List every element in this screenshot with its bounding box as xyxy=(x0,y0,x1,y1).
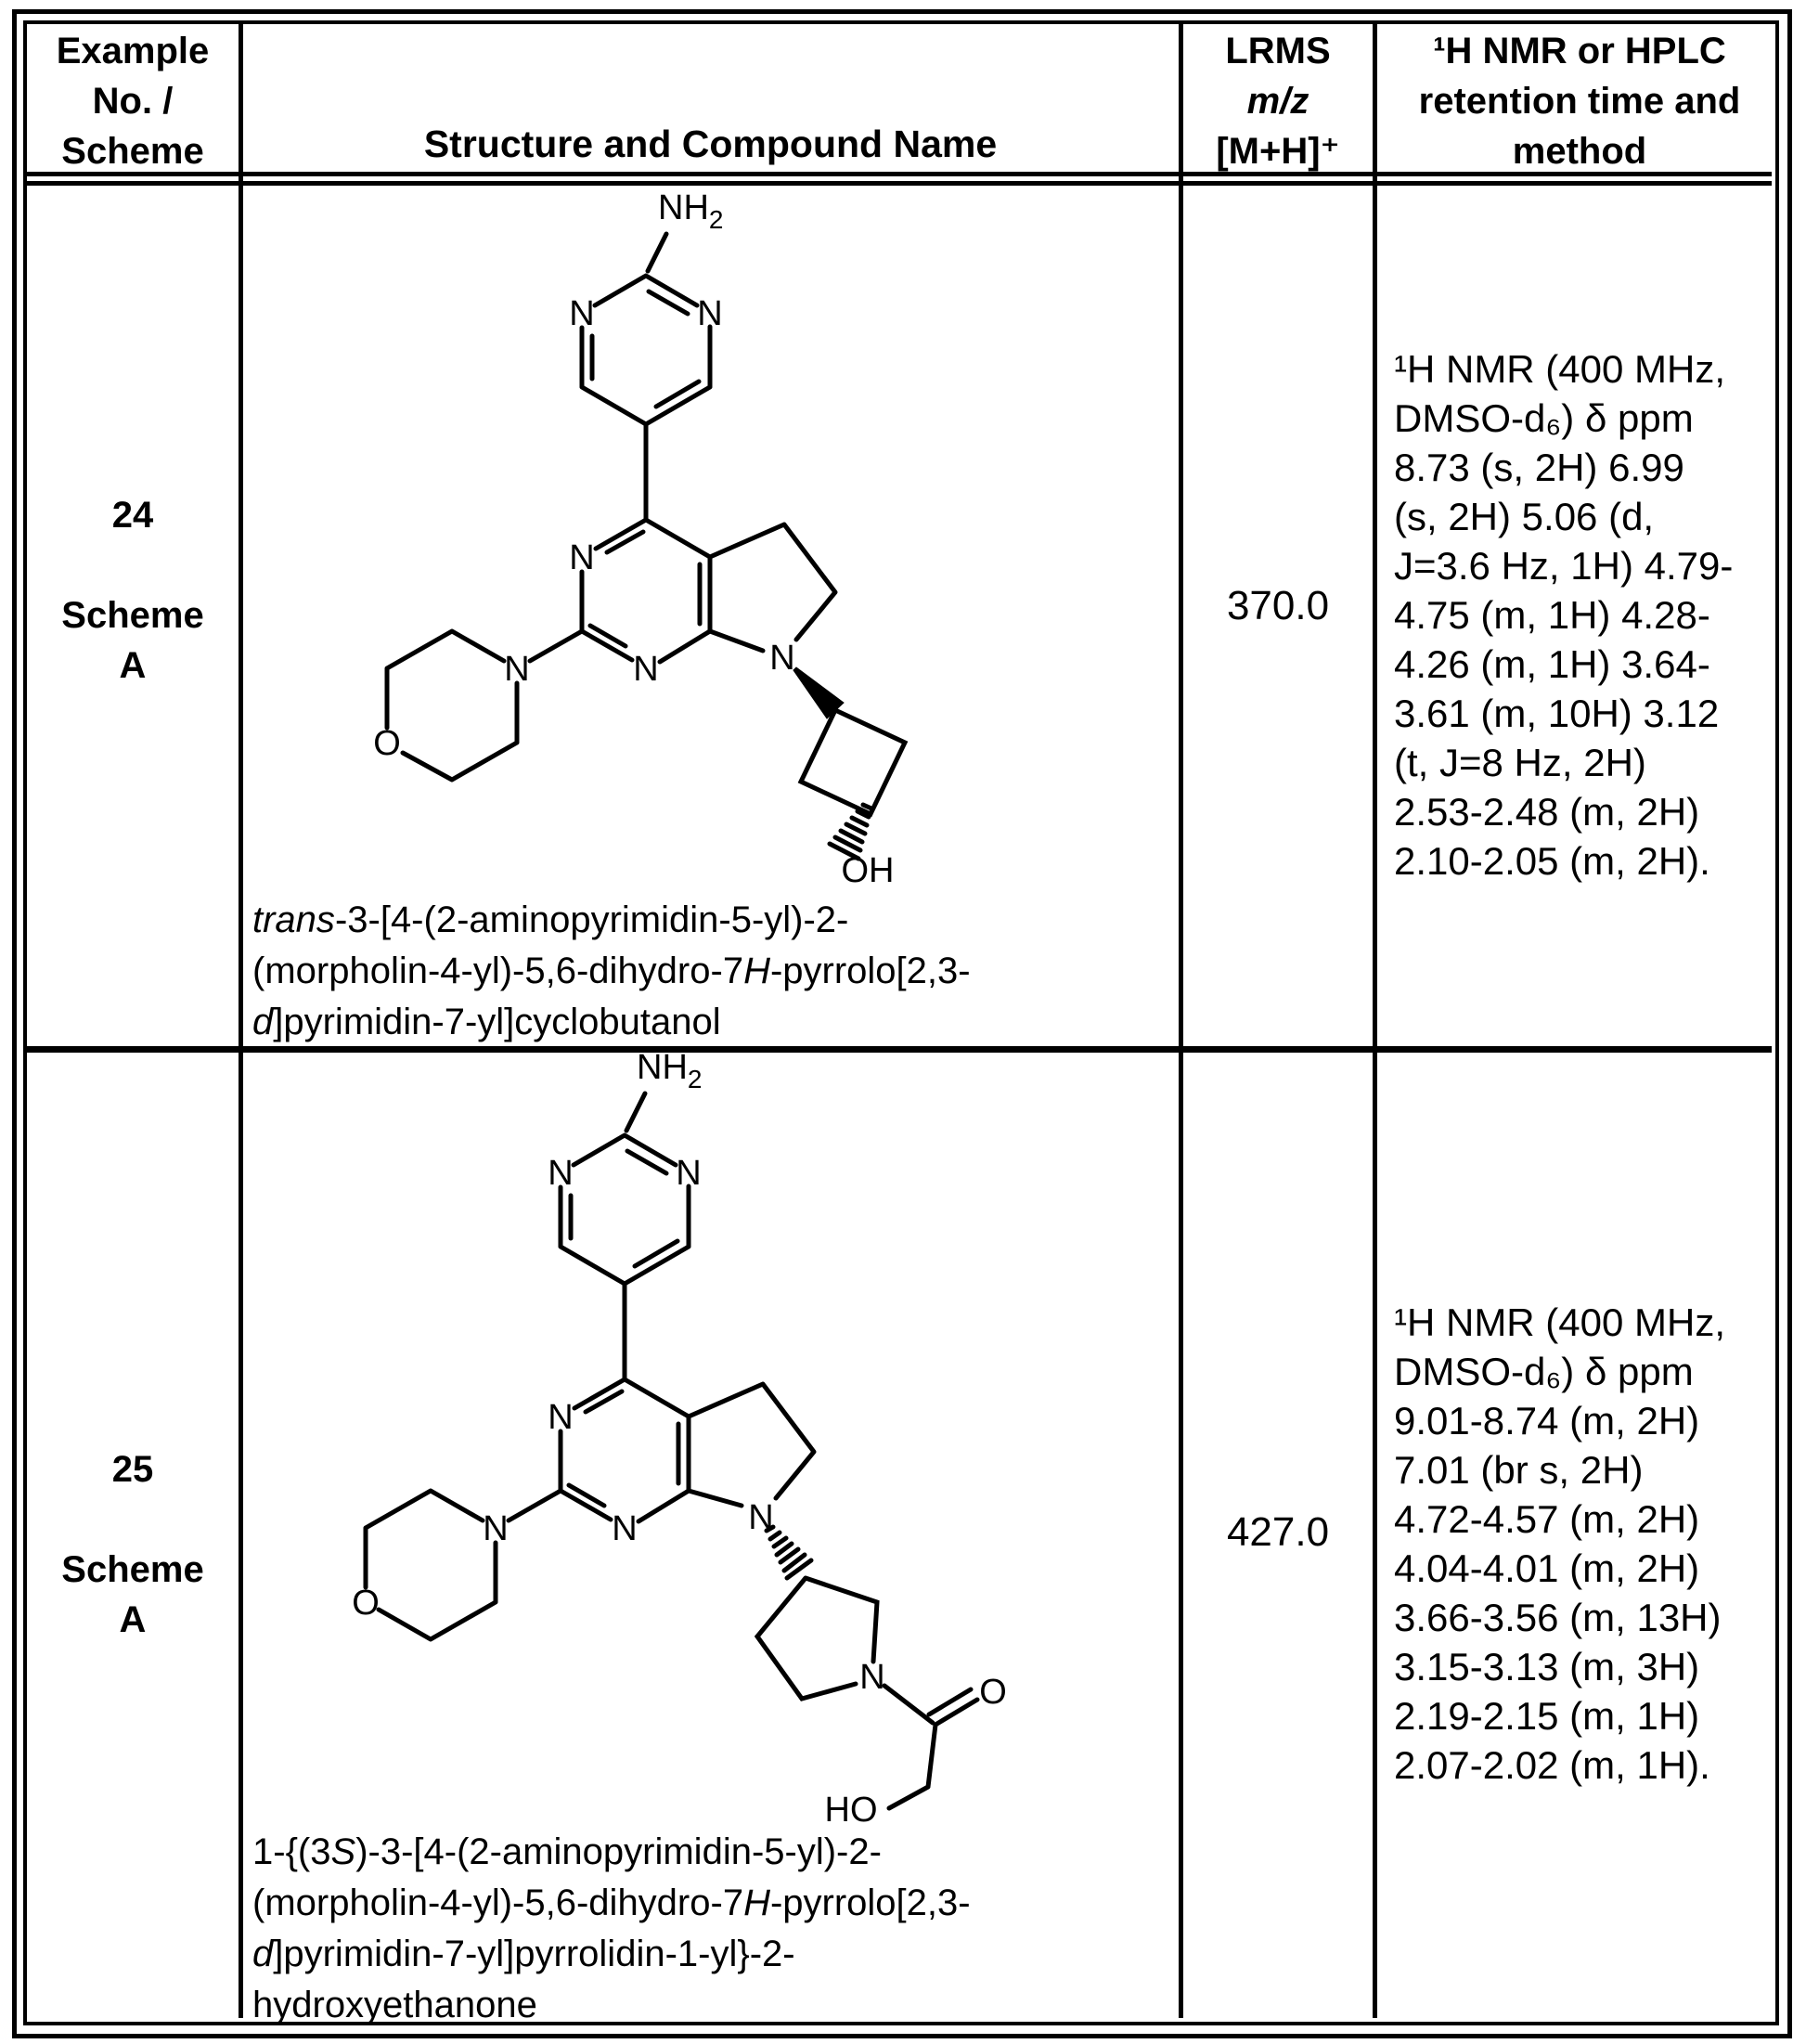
header-rule-top xyxy=(27,172,1772,176)
hash-wedge-to-pyrrolidine xyxy=(764,1524,814,1581)
nmr-data-example-25: ¹H NMR (400 MHz, DMSO-d₆) δ ppm 9.01-8.7… xyxy=(1394,1300,1726,1787)
oxygen-label: O xyxy=(373,724,401,763)
nitrogen-label: N xyxy=(569,538,594,577)
structure-diagram-example-24: NH2 N N N N N N O OH xyxy=(373,188,909,890)
nitrogen-label: N xyxy=(633,650,658,689)
hydroxyl-label: HO xyxy=(825,1791,878,1829)
row1-example-number: 24 Scheme A xyxy=(61,495,204,686)
amine-label: NH2 xyxy=(637,1049,702,1093)
hydroxyl-label: OH xyxy=(842,851,895,890)
row2-example-number: 25 Scheme A xyxy=(61,1449,204,1640)
nitrogen-label: N xyxy=(697,294,722,333)
table-outer-border xyxy=(12,9,1792,2038)
solid-wedge-bond xyxy=(793,666,845,719)
nitrogen-label: N xyxy=(504,650,529,689)
single-bonds xyxy=(384,231,909,818)
row-divider xyxy=(27,1046,1772,1053)
amine-label: NH2 xyxy=(658,188,723,234)
structure-diagram-example-25: NH2 N N N N N N O N O HO xyxy=(352,1049,1007,1829)
nitrogen-label: N xyxy=(859,1658,884,1697)
nitrogen-label: N xyxy=(548,1398,573,1437)
column-divider-3 xyxy=(1373,24,1377,2018)
nitrogen-label: N xyxy=(548,1154,573,1193)
nitrogen-label: N xyxy=(483,1509,508,1548)
bond-lines xyxy=(363,1091,980,1811)
column-divider-2 xyxy=(1179,24,1183,2018)
nitrogen-label: N xyxy=(569,294,594,333)
single-bonds xyxy=(363,1091,980,1811)
oxygen-label: O xyxy=(352,1584,380,1623)
compound-name-example-24: trans-3-[4-(2-aminopyrimidin-5-yl)-2-(mo… xyxy=(252,899,971,1042)
double-bond-inner-lines xyxy=(566,1148,974,1717)
table-inner-border xyxy=(23,20,1779,2025)
header-example-scheme: Example No. / Scheme xyxy=(56,31,210,172)
nitrogen-label: N xyxy=(676,1154,701,1193)
double-bond-inner-lines xyxy=(587,289,703,649)
column-divider-1 xyxy=(239,24,243,2018)
lrms-value-example-24: 370.0 xyxy=(1226,583,1330,628)
bond-lines xyxy=(384,231,909,861)
carbonyl-oxygen-label: O xyxy=(979,1673,1007,1712)
header-structure-name: Structure and Compound Name xyxy=(423,123,998,165)
nitrogen-label: N xyxy=(769,639,794,678)
nitrogen-label: N xyxy=(748,1498,773,1537)
lrms-value-example-25: 427.0 xyxy=(1226,1509,1330,1555)
nmr-data-example-24: ¹H NMR (400 MHz, DMSO-d₆) δ ppm 8.73 (s,… xyxy=(1394,347,1734,883)
header-rule-bottom xyxy=(27,181,1772,186)
nitrogen-label: N xyxy=(612,1509,637,1548)
compound-name-example-25: 1-{(3S)-3-[4-(2-aminopyrimidin-5-yl)-2-(… xyxy=(252,1831,971,2025)
header-nmr-hplc: ¹H NMR or HPLC retention time and method xyxy=(1418,31,1741,172)
hash-wedge-to-oh xyxy=(827,802,874,861)
